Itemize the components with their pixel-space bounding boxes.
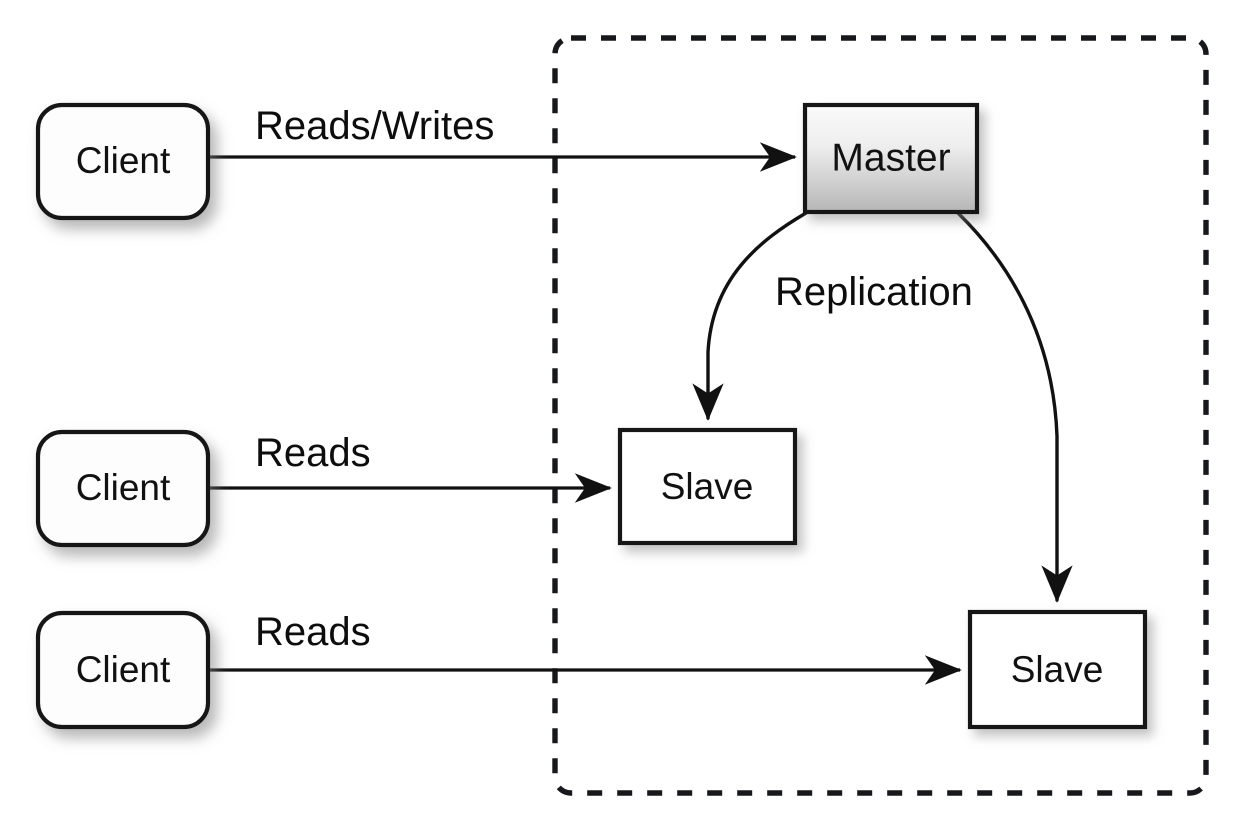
client-3-box[interactable] xyxy=(35,610,211,730)
server-boundary xyxy=(552,35,1209,796)
client-2-label: Client xyxy=(76,467,171,508)
client-3-label: Client xyxy=(76,649,171,690)
client-1-label: Client xyxy=(76,140,171,181)
node-slave-2[interactable]: Slave xyxy=(967,609,1148,730)
node-slave-1[interactable]: Slave xyxy=(617,427,798,546)
edge-label-replication: Replication xyxy=(775,270,973,314)
node-client-1[interactable]: Client xyxy=(35,102,211,221)
slave-1-box[interactable] xyxy=(617,427,798,546)
slave-2-label: Slave xyxy=(1011,649,1104,690)
edge-master-slave1-curve xyxy=(692,211,808,421)
node-client-3[interactable]: Client xyxy=(35,610,211,730)
slave-1-label: Slave xyxy=(661,466,754,507)
node-master[interactable]: Master xyxy=(802,102,980,215)
edge-master-slave2-curve xyxy=(956,211,1073,603)
node-client-2[interactable]: Client xyxy=(35,429,211,548)
client-1-box[interactable] xyxy=(35,102,211,221)
master-box[interactable] xyxy=(802,102,980,215)
edge-label-reads-slave2: Reads xyxy=(255,610,371,654)
client-2-box[interactable] xyxy=(35,429,211,548)
edge-label-reads-slave1: Reads xyxy=(255,431,371,475)
master-label: Master xyxy=(831,136,950,179)
slave-2-box[interactable] xyxy=(967,609,1148,730)
edge-label-reads-writes: Reads/Writes xyxy=(255,104,494,148)
